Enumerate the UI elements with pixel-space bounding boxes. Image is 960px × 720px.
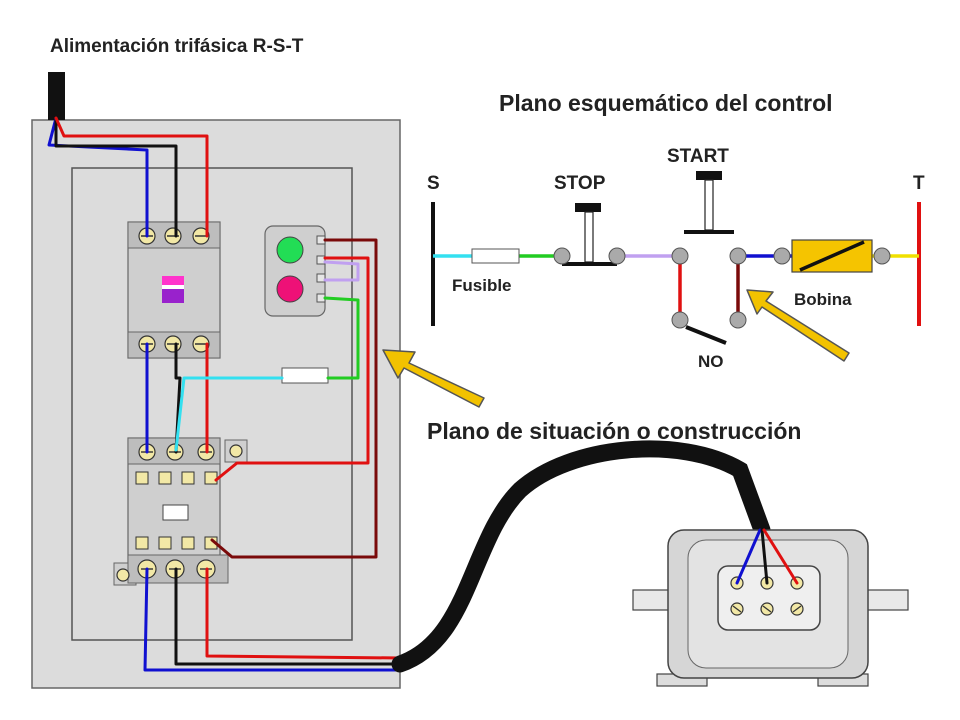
motor xyxy=(632,528,909,687)
label-stop: STOP xyxy=(554,173,606,194)
panel-wiring xyxy=(47,116,402,672)
start-button-lamp xyxy=(276,236,304,264)
label-start: START xyxy=(667,146,729,167)
terminal-box xyxy=(717,565,821,631)
pushbutton-station xyxy=(264,225,326,317)
circuit-breaker xyxy=(127,221,221,359)
schematic-title: Plano esquemático del control xyxy=(499,90,833,116)
arrow-to-contact xyxy=(746,289,850,362)
label-coil: Bobina xyxy=(794,290,852,309)
supply-title: Alimentación trifásica R-S-T xyxy=(50,36,304,57)
supply-cable xyxy=(48,72,65,120)
panel-fuse xyxy=(281,367,329,384)
situation-title: Plano de situación o construcción xyxy=(427,418,801,444)
no-auxiliary-contact xyxy=(671,311,747,345)
arrow-to-panel xyxy=(382,349,485,408)
contactor-coil xyxy=(773,239,891,273)
label-s: S xyxy=(427,173,440,194)
motor-shaft-right xyxy=(861,589,909,611)
stop-button-lamp xyxy=(276,275,304,303)
label-no: NO xyxy=(698,352,724,371)
label-fuse: Fusible xyxy=(452,276,512,295)
control-schematic: S T STOP START Fusible Bobina NO xyxy=(427,146,925,371)
label-t: T xyxy=(913,173,925,194)
start-pushbutton xyxy=(671,171,747,265)
stop-pushbutton xyxy=(553,203,626,266)
motor-cable xyxy=(391,440,771,673)
schematic-fuse xyxy=(471,248,520,264)
